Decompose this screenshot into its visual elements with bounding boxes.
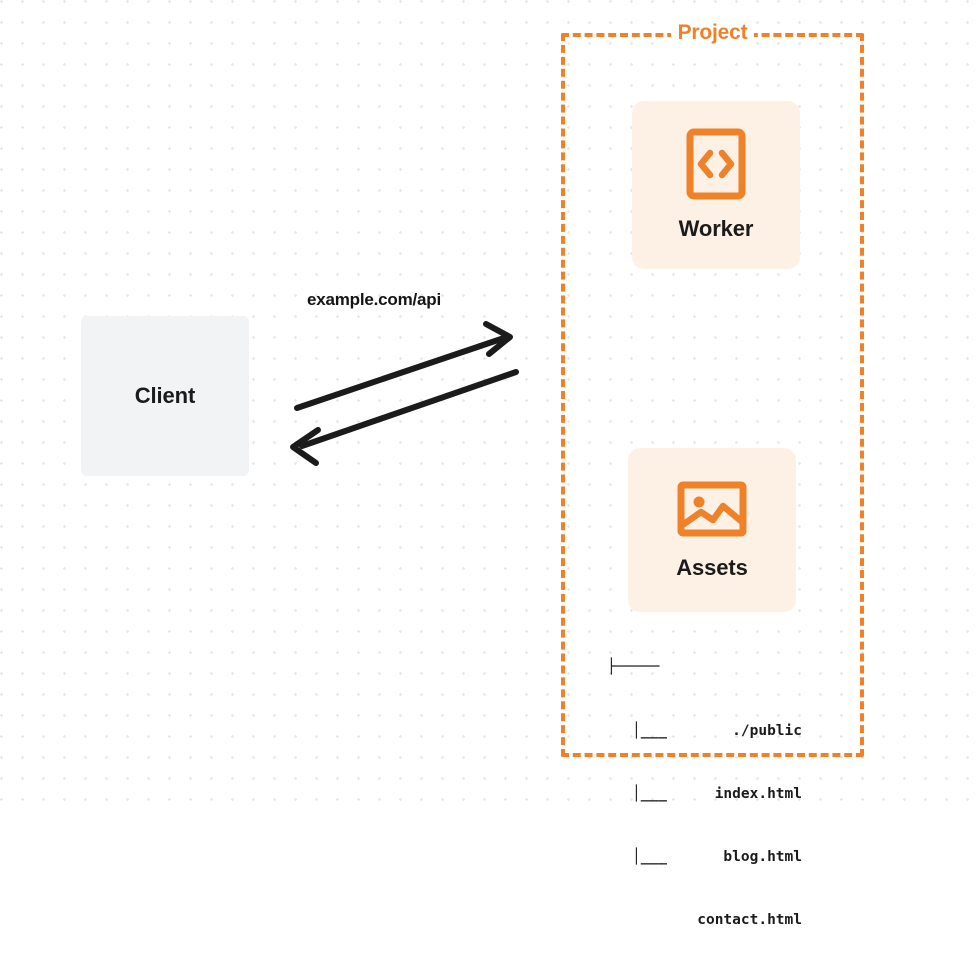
tree-connector-child: │___ (632, 849, 667, 865)
request-response-arrows (290, 321, 519, 466)
connection-label: example.com/api (307, 290, 442, 309)
file-tree-root-row: ├───── ./public (600, 658, 802, 739)
project-title-text: Project (670, 21, 755, 45)
client-label: Client (134, 383, 196, 408)
client-node[interactable]: Client (81, 316, 249, 476)
file-tree-row: │___ contact.html (600, 847, 802, 928)
request-arrow (294, 321, 513, 411)
tree-connector-child: │___ (632, 723, 667, 739)
assets-file-tree: ├───── ./public │___ index.html │___ blo… (600, 616, 802, 928)
file-tree-row: │___ index.html (600, 721, 802, 802)
tree-connector-child: │___ (632, 786, 667, 802)
project-title: Project (561, 21, 864, 45)
diagram-canvas: Client example.com/api Project Worker (0, 0, 980, 928)
worker-card[interactable]: Worker (632, 101, 800, 269)
assets-label: Assets (676, 555, 748, 580)
image-picture-icon (677, 481, 747, 537)
file-tree-row: │___ blog.html (600, 784, 802, 865)
file-tree-item-name: index.html (714, 786, 802, 802)
code-brackets-icon (686, 128, 746, 200)
file-tree-root-name: ./public (732, 723, 802, 739)
response-arrow (290, 369, 519, 466)
tree-connector-root: ├───── (607, 659, 660, 675)
worker-label: Worker (678, 216, 754, 241)
file-tree-item-name: contact.html (697, 912, 802, 928)
assets-card[interactable]: Assets (628, 448, 796, 612)
